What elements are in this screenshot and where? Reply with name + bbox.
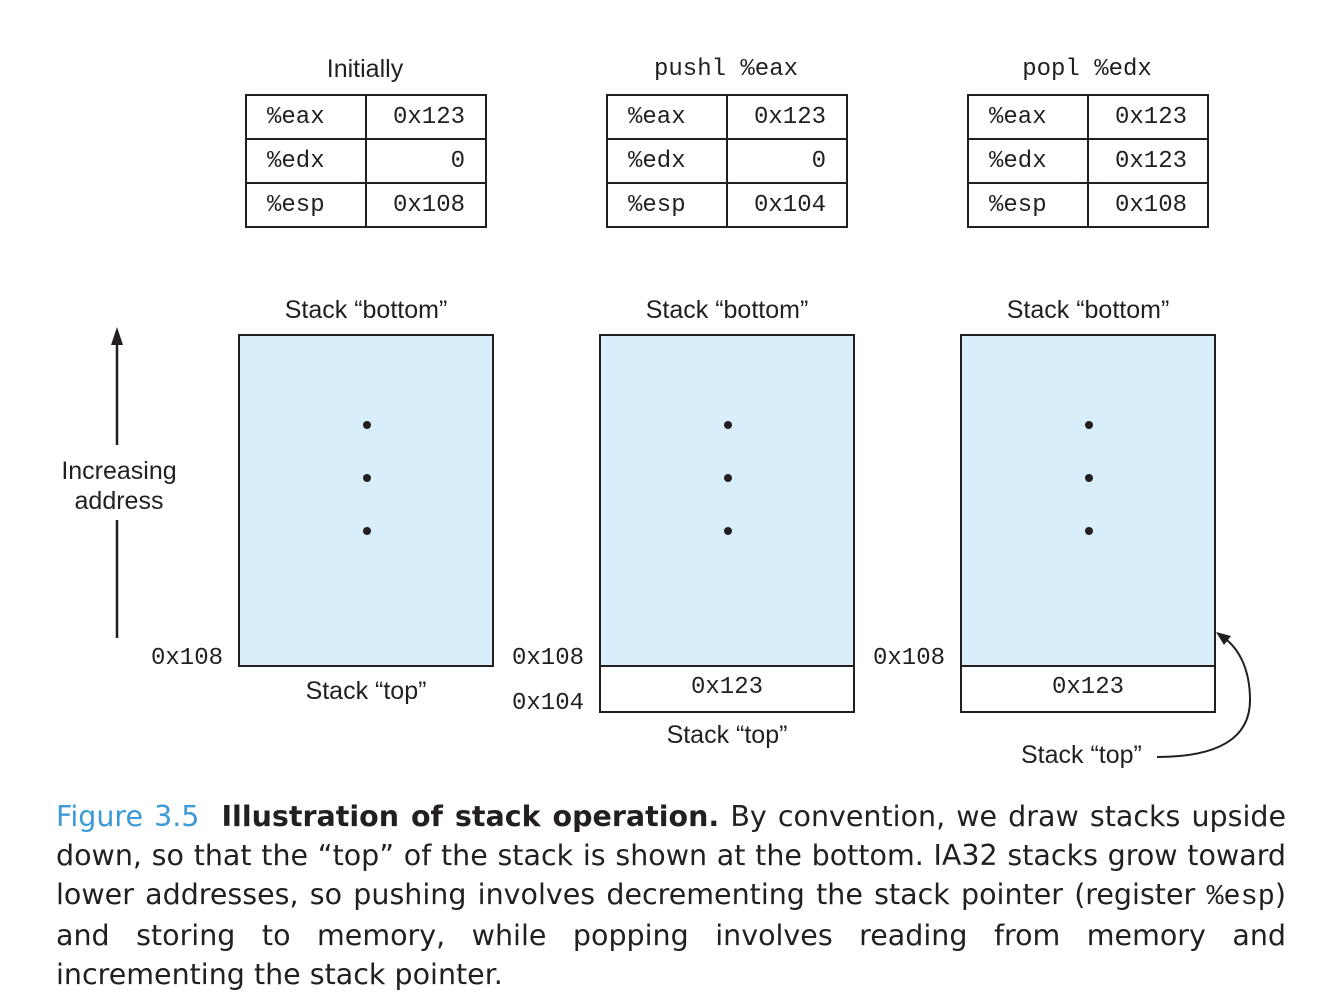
register-value: 0x123: [365, 94, 487, 140]
axis-label-line: address: [74, 487, 164, 515]
register-name: %esp: [245, 182, 367, 228]
caption-text: ) and storing to memory, while popping i…: [56, 878, 1286, 991]
increasing-address-arrow-icon: [111, 327, 123, 638]
address-label: 0x108: [512, 645, 585, 672]
register-value: 0x123: [726, 94, 848, 140]
stack-top-label: Stack “top”: [1021, 741, 1142, 769]
ellipsis-dot: [363, 421, 371, 429]
ellipsis-dot: [1085, 474, 1093, 482]
register-value: 0: [365, 138, 487, 184]
panel-title-initially: Initially: [326, 55, 404, 83]
register-value: 0x108: [365, 182, 487, 228]
register-value: 0x123: [1087, 94, 1209, 140]
register-value: 0: [726, 138, 848, 184]
stack-cell: 0x123: [960, 665, 1216, 713]
register-name: %eax: [606, 94, 728, 140]
panel-title-pushl: pushl %eax: [653, 56, 799, 83]
stack-top-label: Stack “top”: [305, 677, 427, 705]
stack-top-label: Stack “top”: [666, 721, 788, 749]
ellipsis-dot: [363, 527, 371, 535]
caption-code: %esp: [1206, 880, 1275, 913]
address-label: 0x108: [873, 645, 946, 672]
ellipsis-dot: [724, 474, 732, 482]
caption-text: By convention, we draw stacks upside dow…: [56, 800, 1286, 911]
figure-caption: Figure 3.5 Illustration of stack operatio…: [56, 797, 1286, 994]
figure-number: Figure 3.5: [56, 800, 200, 833]
stack-bottom-label: Stack “bottom”: [1006, 296, 1170, 324]
ellipsis-dot: [363, 474, 371, 482]
register-name: %esp: [967, 182, 1089, 228]
register-name: %edx: [967, 138, 1089, 184]
ellipsis-dot: [1085, 527, 1093, 535]
stack-cell: 0x123: [599, 665, 855, 713]
register-value: 0x104: [726, 182, 848, 228]
register-value: 0x108: [1087, 182, 1209, 228]
ellipsis-dot: [724, 527, 732, 535]
axis-label-line: Increasing: [61, 457, 177, 485]
stack-region: [960, 334, 1216, 667]
figure-title: Illustration of stack operation.: [221, 800, 720, 833]
register-name: %edx: [245, 138, 367, 184]
register-name: %esp: [606, 182, 728, 228]
ellipsis-dot: [1085, 421, 1093, 429]
register-name: %eax: [245, 94, 367, 140]
axis-label: Increasing address: [40, 456, 198, 516]
register-name: %edx: [606, 138, 728, 184]
panel-title-popl: popl %edx: [1022, 56, 1152, 83]
ellipsis-dot: [724, 421, 732, 429]
stack-bottom-label: Stack “bottom”: [645, 296, 809, 324]
register-value: 0x123: [1087, 138, 1209, 184]
address-label: 0x108: [151, 645, 224, 672]
stack-bottom-label: Stack “bottom”: [284, 296, 448, 324]
address-label: 0x104: [512, 690, 585, 717]
register-name: %eax: [967, 94, 1089, 140]
stack-region: [238, 334, 494, 667]
stack-region: [599, 334, 855, 667]
